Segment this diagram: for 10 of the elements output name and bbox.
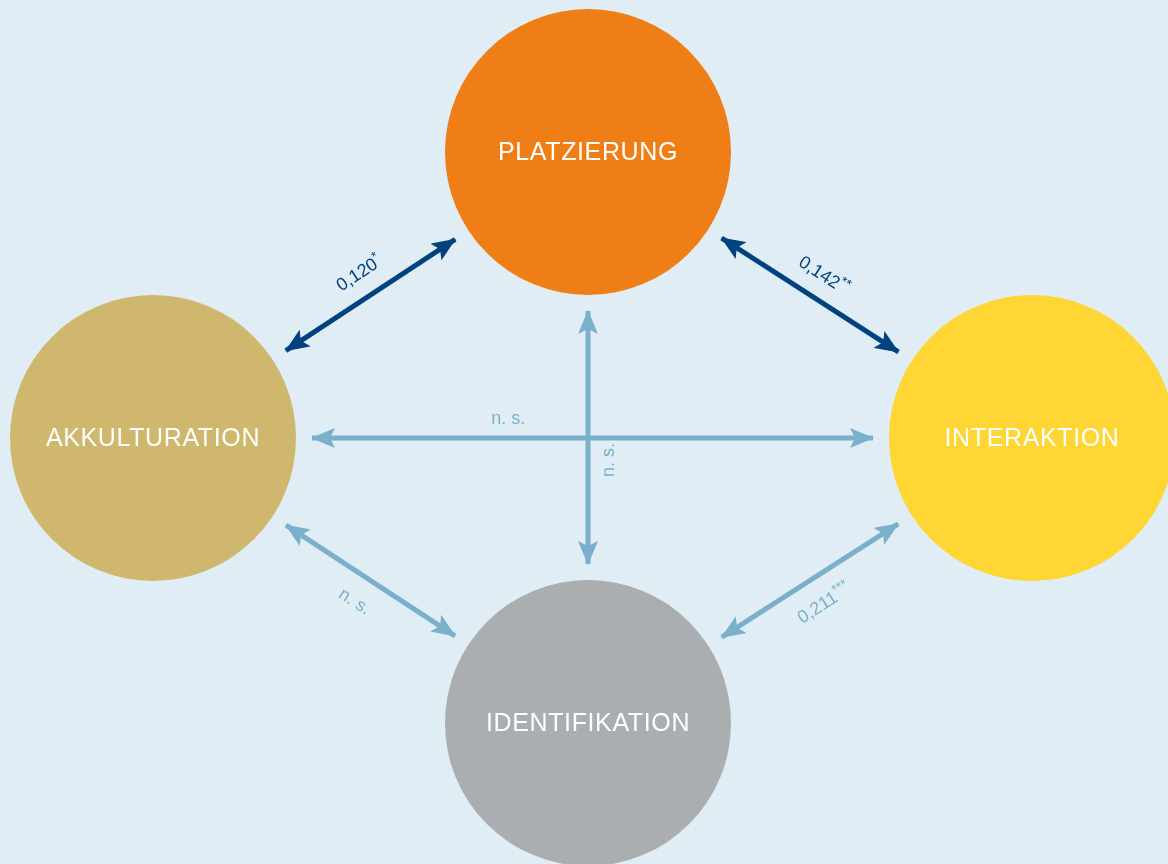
double-arrow — [578, 310, 598, 565]
node-title: INTERAKTION — [944, 422, 1120, 454]
node-title: IDENTIFIKATION — [485, 707, 691, 739]
double-arrow — [720, 521, 900, 640]
double-arrow — [311, 428, 874, 448]
double-arrow — [720, 236, 900, 354]
double-arrow — [284, 237, 457, 353]
node-title: PLATZIERUNG — [497, 136, 678, 168]
node-title: AKKULTURATION — [45, 422, 261, 454]
double-arrow — [284, 523, 457, 638]
